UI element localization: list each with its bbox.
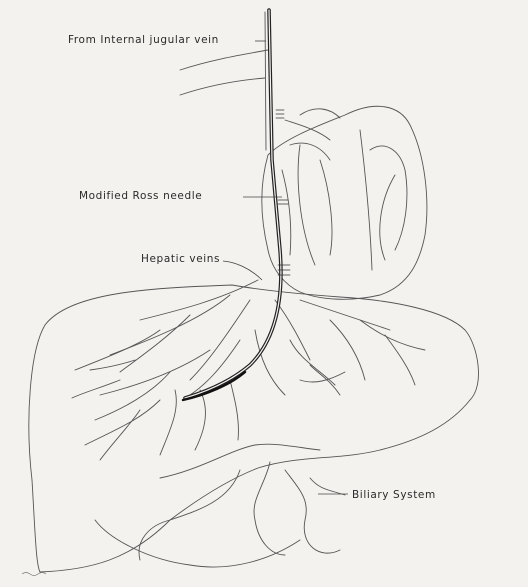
label-hepatic-veins: Hepatic veins [141,253,220,265]
liver-outline [29,285,479,572]
hepatic-vein-branches [72,280,425,460]
label-biliary-system: Biliary System [352,489,436,501]
catheter [183,10,290,400]
gallbladder-outline [160,444,320,478]
upper-vein [180,50,268,70]
label-modified-ross-needle: Modified Ross needle [79,190,202,202]
artist-signature [22,573,46,576]
label-internal-jugular-vein: From Internal jugular vein [68,34,219,46]
leader-lines [223,41,348,494]
